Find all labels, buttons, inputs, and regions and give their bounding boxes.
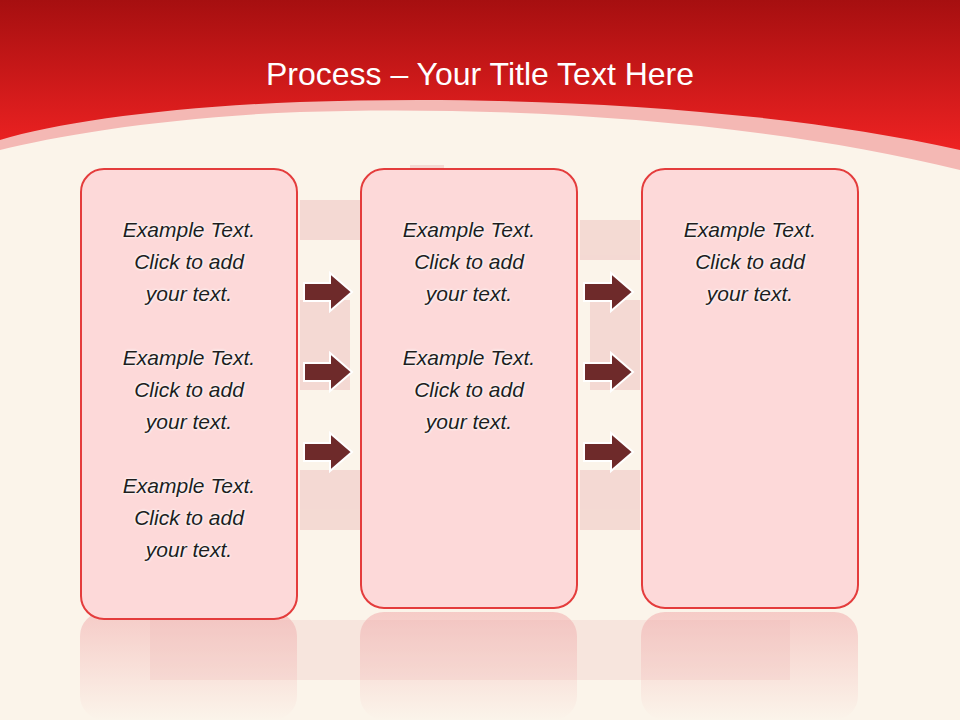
block-arrow: [584, 273, 633, 311]
box-text: Example Text. Click to add your text.: [393, 342, 545, 438]
process-box: Example Text. Click to add your text. Exa…: [360, 168, 578, 609]
box-text: Example Text. Click to add your text.: [113, 214, 265, 310]
process-box: Example Text. Click to add your text.: [641, 168, 859, 609]
block-arrow: [584, 433, 633, 471]
box-text: Example Text. Click to add your text.: [113, 470, 265, 566]
box-text: Example Text. Click to add your text.: [113, 342, 265, 438]
block-arrow: [304, 273, 352, 311]
box-text: Example Text. Click to add your text.: [393, 214, 545, 310]
block-arrow: [304, 353, 352, 391]
slide-title: Process – Your Title Text Here: [0, 56, 960, 93]
process-box: Example Text. Click to add your text. Exa…: [80, 168, 298, 620]
block-arrow: [304, 433, 352, 471]
box-text: Example Text. Click to add your text.: [674, 214, 826, 310]
block-arrow: [584, 353, 633, 391]
